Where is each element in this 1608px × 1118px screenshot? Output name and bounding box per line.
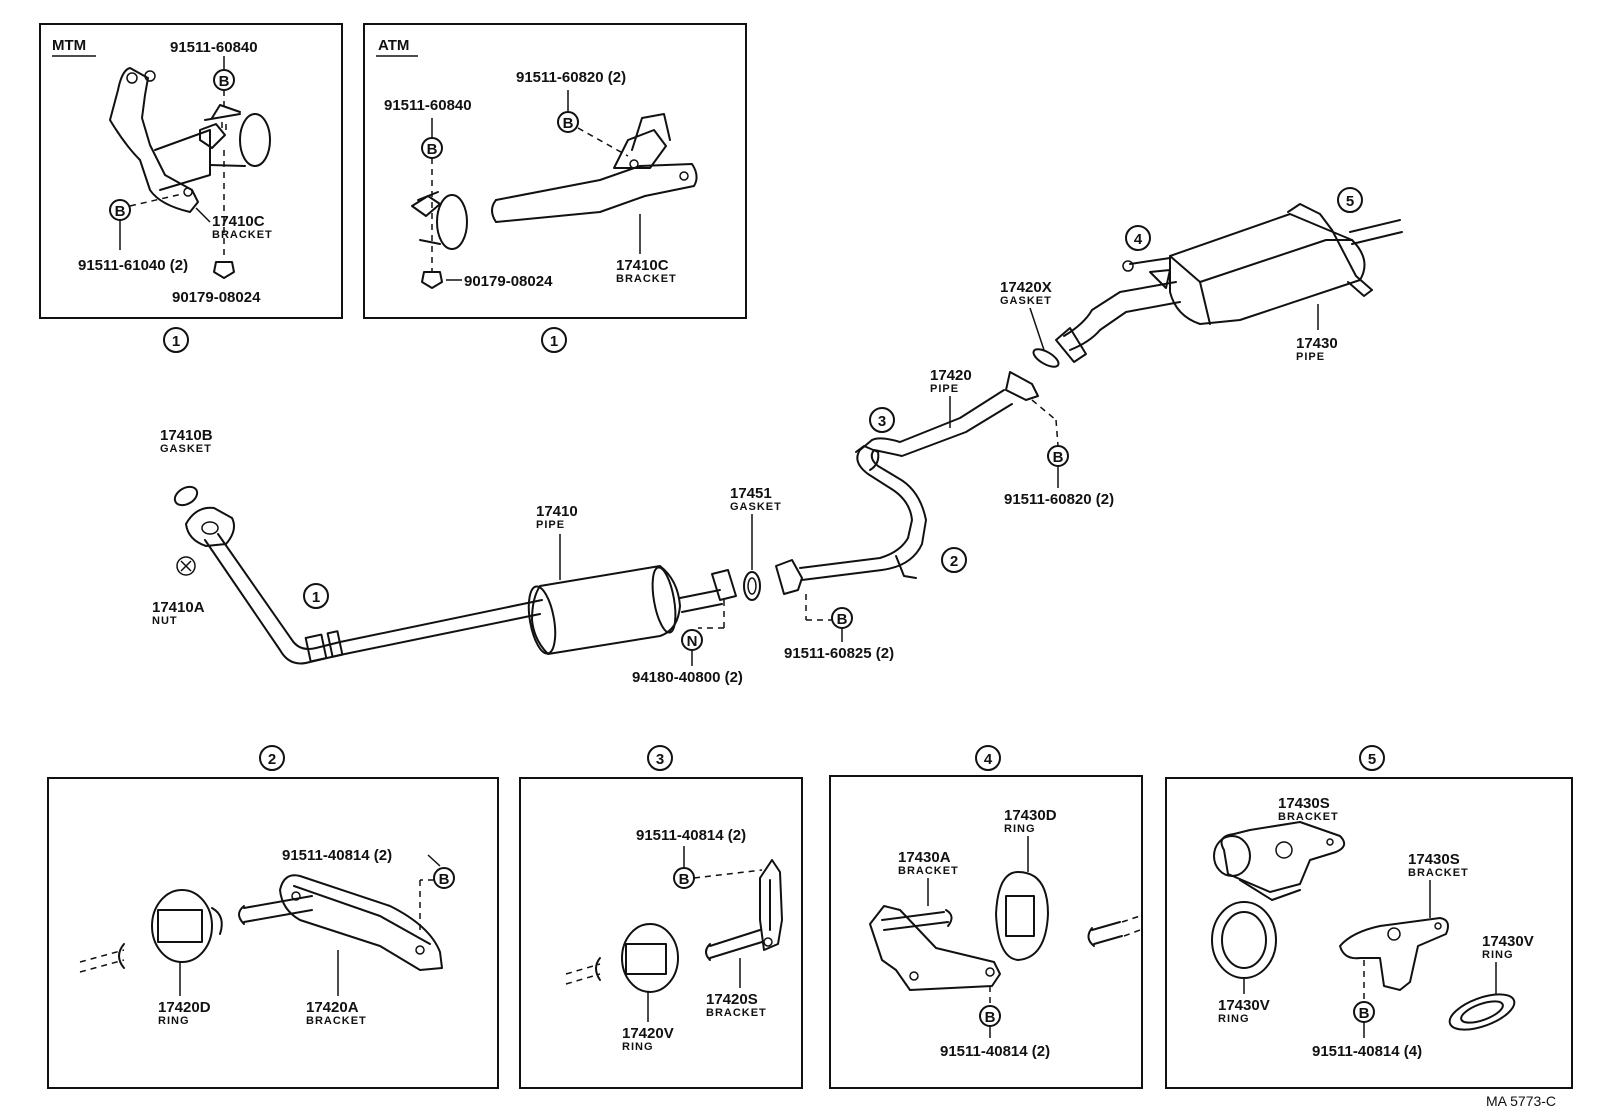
detail-4-title: 4 [984,751,993,768]
svg-text:PIPE: PIPE [536,519,565,531]
svg-text:BRACKET: BRACKET [212,229,273,241]
svg-text:B: B [985,1009,996,1026]
part-91511-40814-d4: 91511-40814 (2) [940,1043,1050,1060]
nut-icon [213,261,235,279]
part-91511-60820-main: 91511-60820 (2) [1004,491,1114,508]
detail-box-4 [829,775,1143,1089]
mtm-bracket-drawing [109,67,271,213]
part-17420: 17420 [930,367,972,384]
part-17430s-b: 17430S [1408,851,1460,868]
part-91511-60820-atm: 91511-60820 (2) [516,69,626,86]
svg-text:N: N [687,633,698,650]
svg-text:B: B [1359,1005,1370,1022]
part-17420a: 17420A [306,999,359,1016]
part-17410: 17410 [536,503,578,520]
callout-1-atm: 1 [550,333,558,350]
svg-text:RING: RING [622,1041,654,1053]
part-17420x: 17420X [1000,279,1052,296]
detail-3-title: 3 [656,751,664,768]
gasket-17451 [743,571,761,601]
callout-2-main: 2 [950,553,958,570]
part-90179-08024: 90179-08024 [172,289,261,306]
part-17410b: 17410B [160,427,213,444]
part-91511-61040: 91511-61040 (2) [78,257,188,274]
part-17410c-mtm: 17410C [212,213,265,230]
part-90179-08024-atm: 90179-08024 [464,273,553,290]
callout-1-main: 1 [312,589,320,606]
svg-text:RING: RING [158,1015,190,1027]
nut-17410a [176,556,196,576]
svg-text:B: B [219,73,230,90]
detail-5-drawing [1211,821,1516,1031]
callout-5-main: 5 [1346,193,1354,210]
nut-icon [421,271,443,289]
part-91511-60840-atm: 91511-60840 [384,97,472,114]
center-pipe [775,371,1039,595]
part-17410a: 17410A [152,599,205,616]
detail-3-drawing [565,859,783,993]
gasket-17410b [173,485,199,507]
detail-5-title: 5 [1368,751,1376,768]
part-17420s: 17420S [706,991,758,1008]
inset-atm-box [363,23,747,319]
svg-text:GASKET: GASKET [730,501,782,513]
svg-text:B: B [427,141,438,158]
svg-text:GASKET: GASKET [1000,295,1052,307]
part-91511-40814-d3: 91511-40814 (2) [636,827,746,844]
callout-3-main: 3 [878,413,886,430]
svg-text:B: B [1053,449,1064,466]
front-pipe [185,506,543,665]
svg-text:PIPE: PIPE [1296,351,1325,363]
part-91511-60825: 91511-60825 (2) [784,645,894,662]
svg-text:B: B [439,871,450,888]
detail-box-5 [1165,777,1573,1089]
svg-text:BRACKET: BRACKET [616,273,677,285]
part-17420d: 17420D [158,999,211,1016]
inset-mtm-box [39,23,343,319]
detail-2-drawing [79,874,443,973]
detail-4-drawing [869,871,1141,991]
svg-text:BRACKET: BRACKET [898,865,959,877]
part-17430v-b: 17430V [1482,933,1534,950]
detail-box-3 [519,777,803,1089]
diagram-reference-code: MA 5773-C [1486,1093,1556,1109]
svg-text:RING: RING [1218,1013,1250,1025]
svg-text:BRACKET: BRACKET [1278,811,1339,823]
callout-1-mtm: 1 [172,333,180,350]
svg-text:PIPE: PIPE [930,383,959,395]
part-17430a: 17430A [898,849,951,866]
detail-box-2 [47,777,499,1089]
main-muffler [527,565,737,655]
inset-atm-title: ATM [378,37,409,54]
svg-text:NUT: NUT [152,615,178,627]
svg-text:B: B [679,871,690,888]
callout-4-main: 4 [1134,231,1143,248]
tail-muffler [1055,203,1403,363]
part-91511-60840: 91511-60840 [170,39,258,56]
part-17420v: 17420V [622,1025,674,1042]
svg-text:GASKET: GASKET [160,443,212,455]
part-17430: 17430 [1296,335,1338,352]
inset-mtm-title: MTM [52,37,86,54]
detail-2-title: 2 [268,751,276,768]
part-17430d: 17430D [1004,807,1057,824]
part-94180-40800: 94180-40800 (2) [632,669,743,686]
svg-text:RING: RING [1482,949,1514,961]
gasket-17420x [1032,348,1060,368]
part-17430s-a: 17430S [1278,795,1330,812]
svg-text:B: B [115,203,126,220]
atm-bracket-drawing [411,113,698,250]
svg-text:BRACKET: BRACKET [1408,867,1469,879]
part-17410c-atm: 17410C [616,257,669,274]
svg-text:BRACKET: BRACKET [306,1015,367,1027]
part-91511-40814-d2: 91511-40814 (2) [282,847,392,864]
svg-text:BRACKET: BRACKET [706,1007,767,1019]
svg-text:RING: RING [1004,823,1036,835]
part-17430v-a: 17430V [1218,997,1270,1014]
svg-text:B: B [563,115,574,132]
part-91511-40814-d5: 91511-40814 (4) [1312,1043,1422,1060]
part-17451: 17451 [730,485,772,502]
svg-text:B: B [837,611,848,628]
